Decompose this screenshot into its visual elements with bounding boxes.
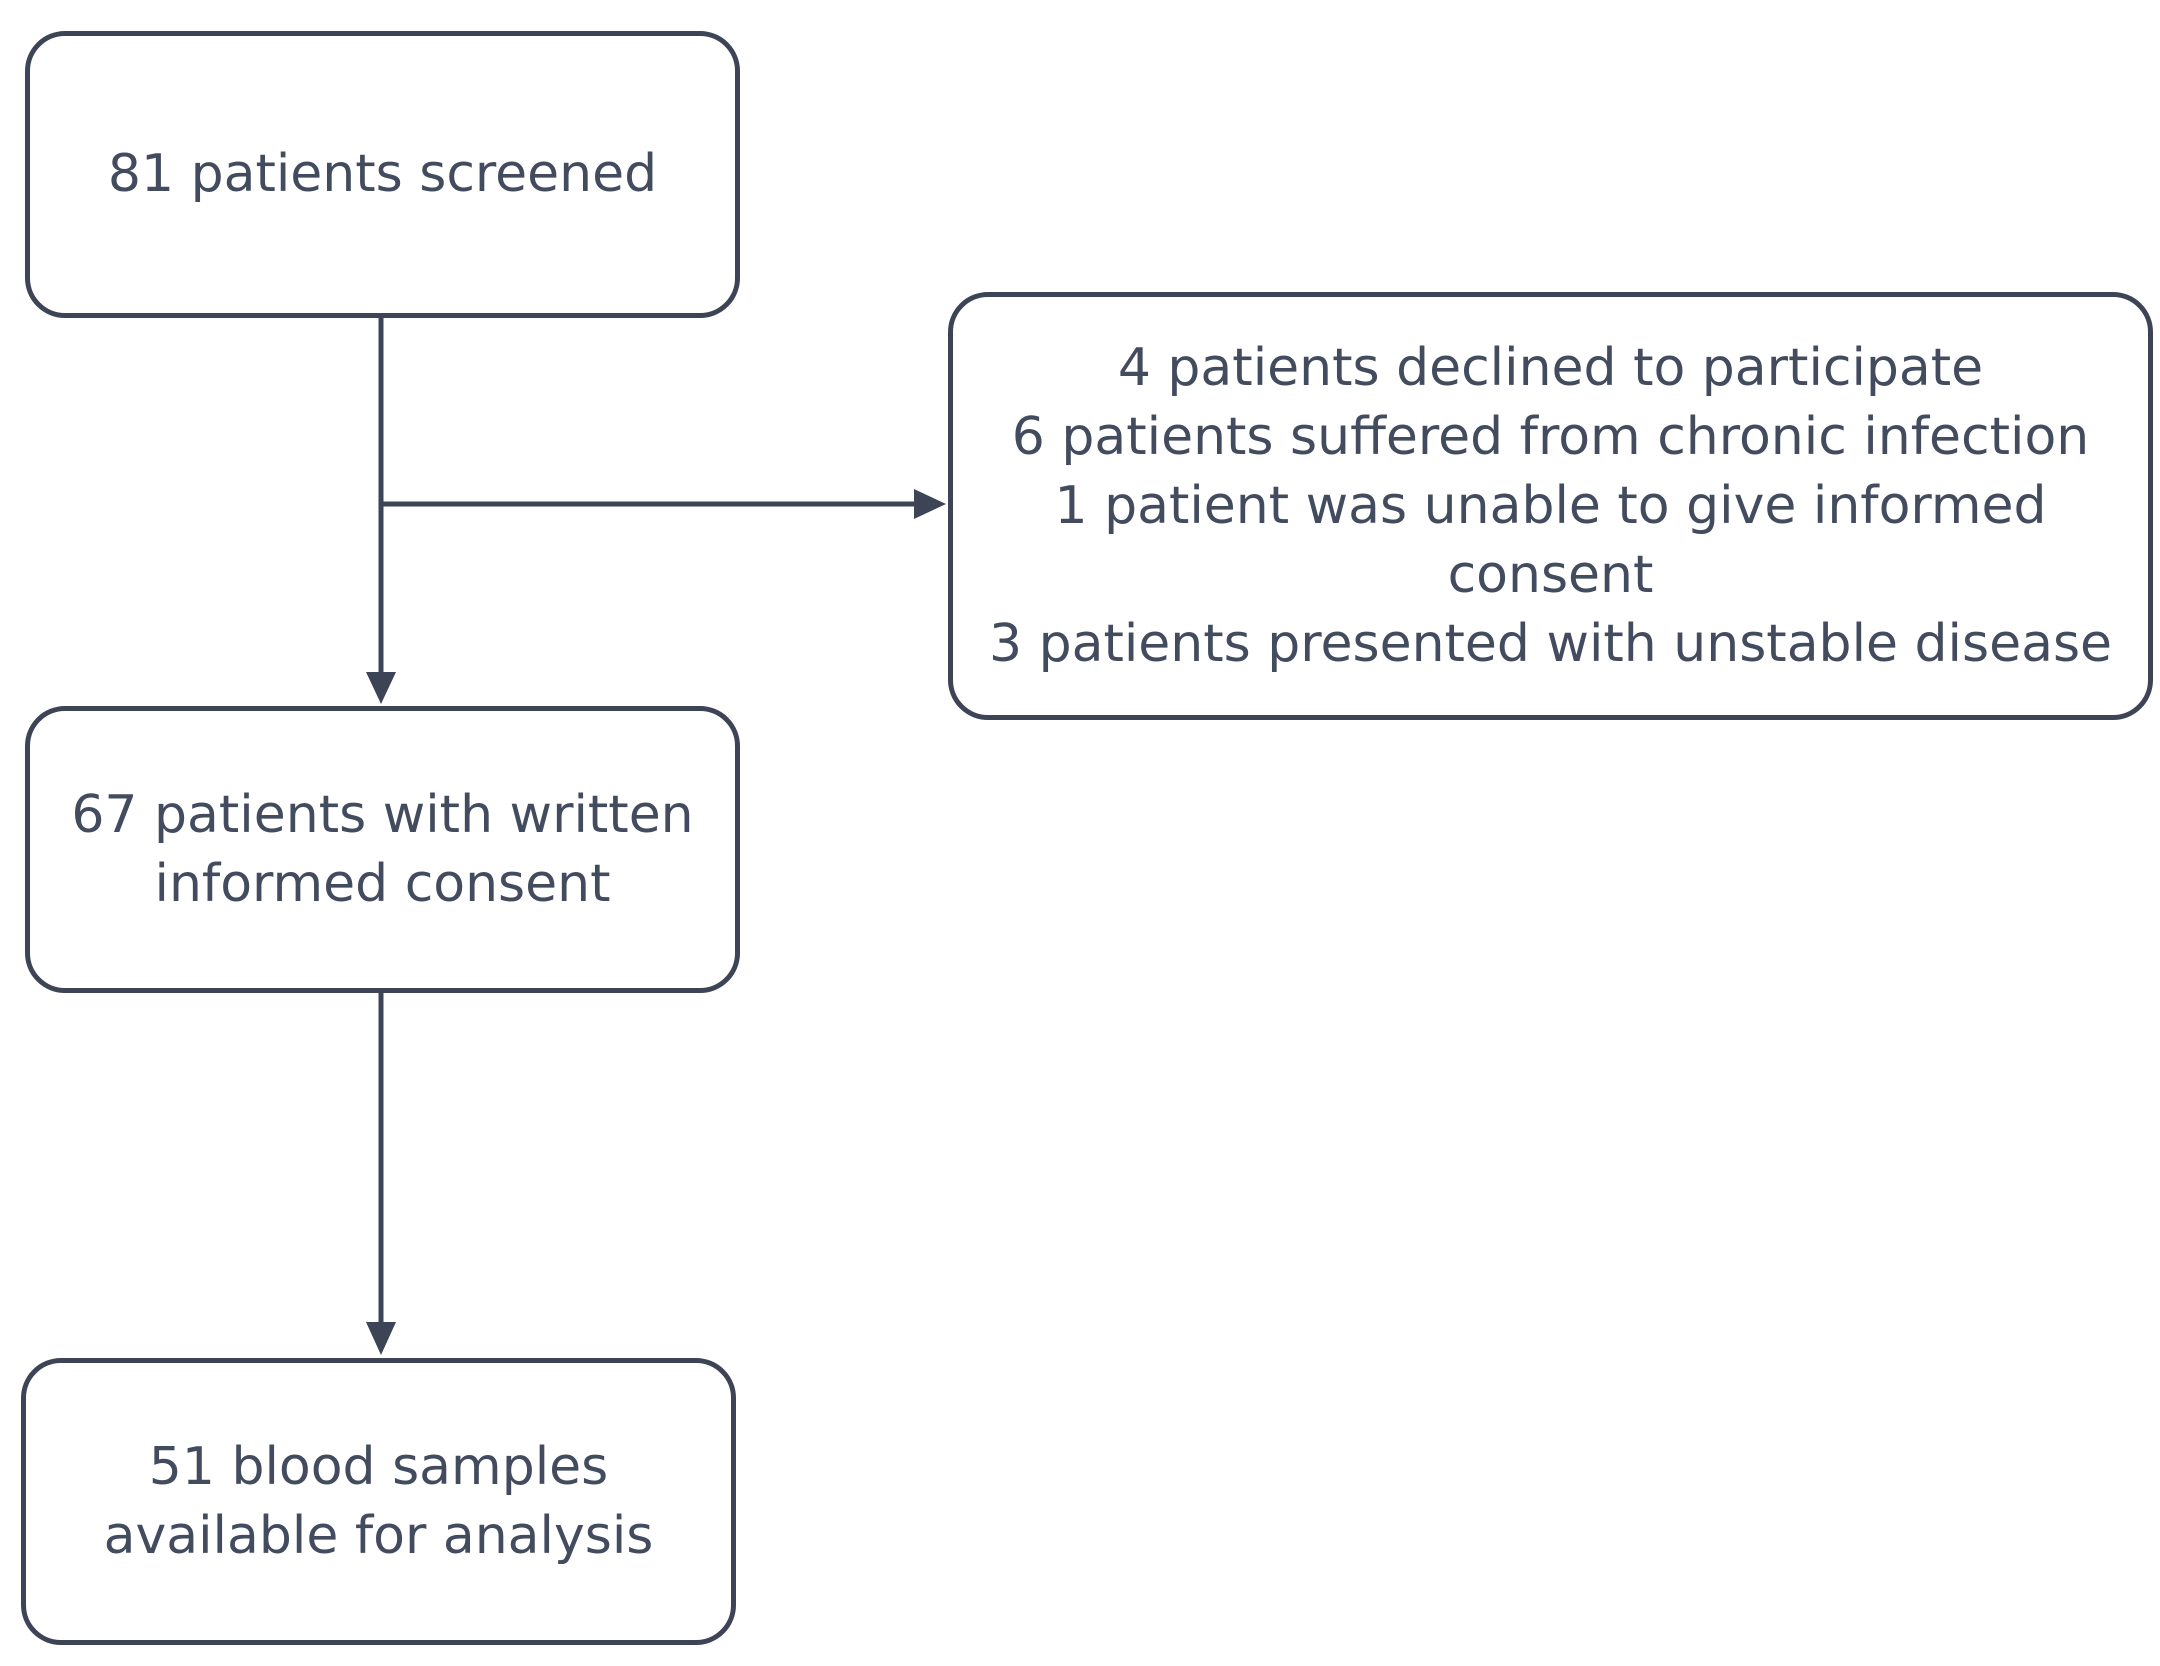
arrowhead-excluded: [914, 489, 946, 519]
arrowhead-samples: [366, 1322, 396, 1355]
exclusion-line-1: 4 patients declined to participate: [1117, 337, 1984, 398]
arrowhead-consent: [366, 672, 396, 704]
exclusion-line-3: 1 patient was unable to give informed: [1054, 475, 2047, 536]
node-screened-line-1: 81 patients screened: [107, 144, 658, 204]
node-consent-line-2: informed consent: [154, 853, 611, 914]
node-blood-samples: 51 blood samples available for analysis: [21, 1358, 736, 1645]
node-informed-consent: 67 patients with written informed consen…: [25, 706, 740, 993]
node-patients-screened: 81 patients screened: [25, 31, 740, 318]
exclusion-line-5: 3 patients presented with unstable disea…: [988, 613, 2113, 674]
node-consent-line-1: 67 patients with written: [71, 784, 694, 845]
exclusion-line-2: 6 patients suffered from chronic infecti…: [1011, 406, 2090, 467]
exclusion-line-4: consent: [1447, 544, 1654, 605]
node-samples-line-2: available for analysis: [103, 1505, 654, 1566]
node-samples-line-1: 51 blood samples: [148, 1436, 609, 1497]
node-exclusions: 4 patients declined to participate 6 pat…: [948, 292, 2153, 720]
